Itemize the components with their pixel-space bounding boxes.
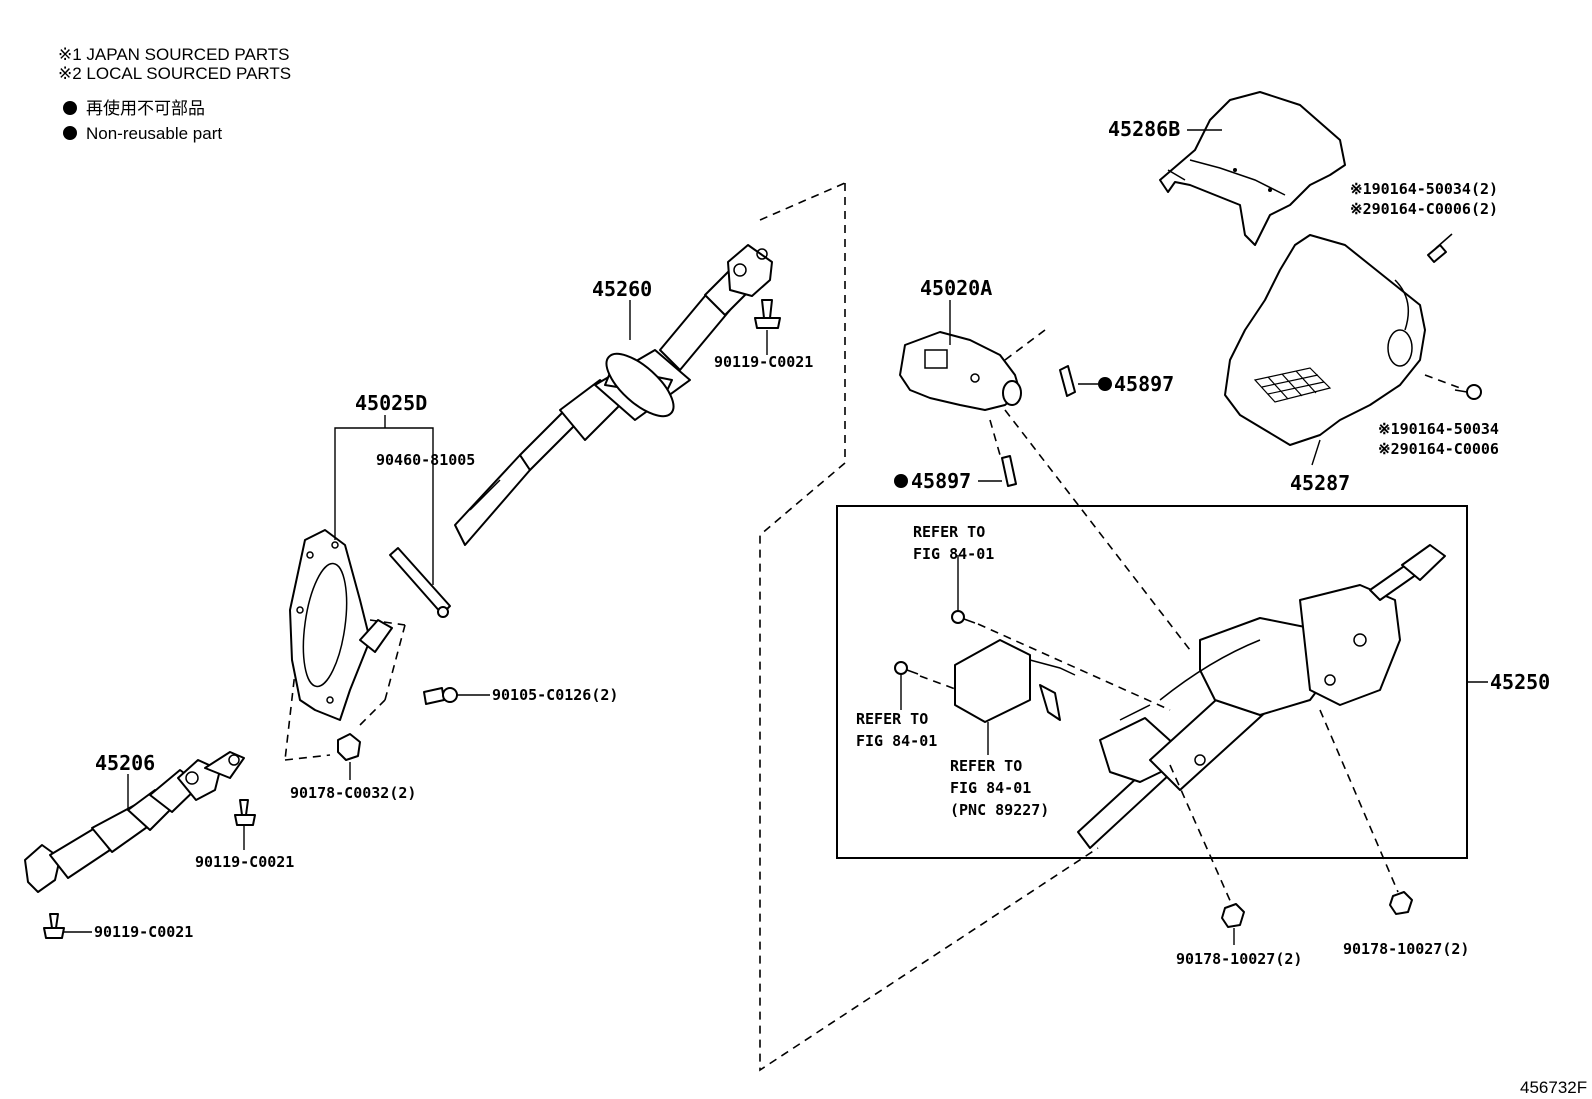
label-45250: 45250 [1490, 670, 1550, 694]
nut-90178-10027-right: 90178-10027(2) [1319, 709, 1469, 958]
refer-3-line-1: REFER TO [950, 757, 1022, 775]
group-dashed-lines [284, 182, 1461, 1072]
steering-hole-cover: 45025D 90460-81005 [289, 391, 475, 721]
refer-2-line-2: FIG 84-01 [856, 732, 937, 750]
refer-screw-left [894, 661, 919, 710]
label-90460-81005: 90460-81005 [376, 451, 475, 469]
bolt-90119-middle: 90119-C0021 [195, 799, 294, 871]
label-45287: 45287 [1290, 471, 1350, 495]
lower-steering-shaft: 45206 [24, 751, 245, 893]
label-90178-c0032: 90178-C0032(2) [290, 784, 416, 802]
refer-screw-top [951, 555, 976, 624]
upper-column-cover: 45286B [1108, 91, 1346, 246]
steering-column-assembly [1077, 544, 1446, 849]
label-45025d: 45025D [355, 391, 427, 415]
label-screw-bottom-2: ※290164-C0006 [1378, 440, 1499, 458]
nut-90178-10027-left: 90178-10027(2) [1169, 764, 1302, 968]
label-90119-upper: 90119-C0021 [714, 353, 813, 371]
refer-3-line-2: FIG 84-01 [950, 779, 1031, 797]
label-screw-bottom-1: ※190164-50034 [1378, 420, 1499, 438]
nut-90178-c0032: 90178-C0032(2) [290, 733, 416, 802]
figure-id: 456732F [1520, 1078, 1587, 1097]
bolt-90105: 90105-C0126(2) [423, 686, 618, 705]
bolt-45897-right: 45897 [1059, 365, 1174, 397]
label-45286b: 45286B [1108, 117, 1180, 141]
legend-non-reusable-jp: 再使用不可部品 [86, 98, 205, 118]
legend: ※1 JAPAN SOURCED PARTS ※2 LOCAL SOURCED … [58, 45, 291, 143]
seal-strip [389, 547, 451, 618]
sensor-bracket [954, 639, 1076, 755]
label-90178-10027-right: 90178-10027(2) [1343, 940, 1469, 958]
non-reusable-bullet-icon [894, 474, 908, 488]
label-90119-middle: 90119-C0021 [195, 853, 294, 871]
label-screw-top-1: ※190164-50034(2) [1350, 180, 1498, 198]
legend-japan-sourced: ※1 JAPAN SOURCED PARTS [58, 45, 290, 64]
refer-3-line-3: (PNC 89227) [950, 801, 1049, 819]
lower-column-cover: 45287 [1224, 234, 1426, 495]
label-90105: 90105-C0126(2) [492, 686, 618, 704]
bolt-90119-lower: 90119-C0021 [43, 913, 193, 941]
non-reusable-bullet-icon [63, 101, 77, 115]
label-45020a: 45020A [920, 276, 992, 300]
refer-2-line-1: REFER TO [856, 710, 928, 728]
label-90178-10027-left: 90178-10027(2) [1176, 950, 1302, 968]
label-90119-lower: 90119-C0021 [94, 923, 193, 941]
label-45260: 45260 [592, 277, 652, 301]
bolt-90119-upper: 90119-C0021 [714, 299, 813, 371]
cover-screw-bottom: ※190164-50034 ※290164-C0006 [1378, 384, 1499, 458]
label-45897-right: 45897 [1114, 372, 1174, 396]
label-45897-left: 45897 [911, 469, 971, 493]
refer-1-line-2: FIG 84-01 [913, 545, 994, 563]
intermediate-shaft: 45260 [454, 244, 773, 546]
refer-1-line-1: REFER TO [913, 523, 985, 541]
non-reusable-bullet-icon [1098, 377, 1112, 391]
cover-screw-top: ※190164-50034(2) ※290164-C0006(2) [1350, 180, 1498, 263]
bolt-45897-left: 45897 [894, 455, 1017, 493]
legend-local-sourced: ※2 LOCAL SOURCED PARTS [58, 64, 291, 83]
non-reusable-bullet-icon [63, 126, 77, 140]
lower-cover-grid [1253, 367, 1332, 403]
steering-column-box: 45250 [836, 505, 1550, 859]
steering-lock-assembly: 45020A [899, 276, 1022, 411]
legend-non-reusable-en: Non-reusable part [86, 124, 222, 143]
label-45206: 45206 [95, 751, 155, 775]
label-screw-top-2: ※290164-C0006(2) [1350, 200, 1498, 218]
